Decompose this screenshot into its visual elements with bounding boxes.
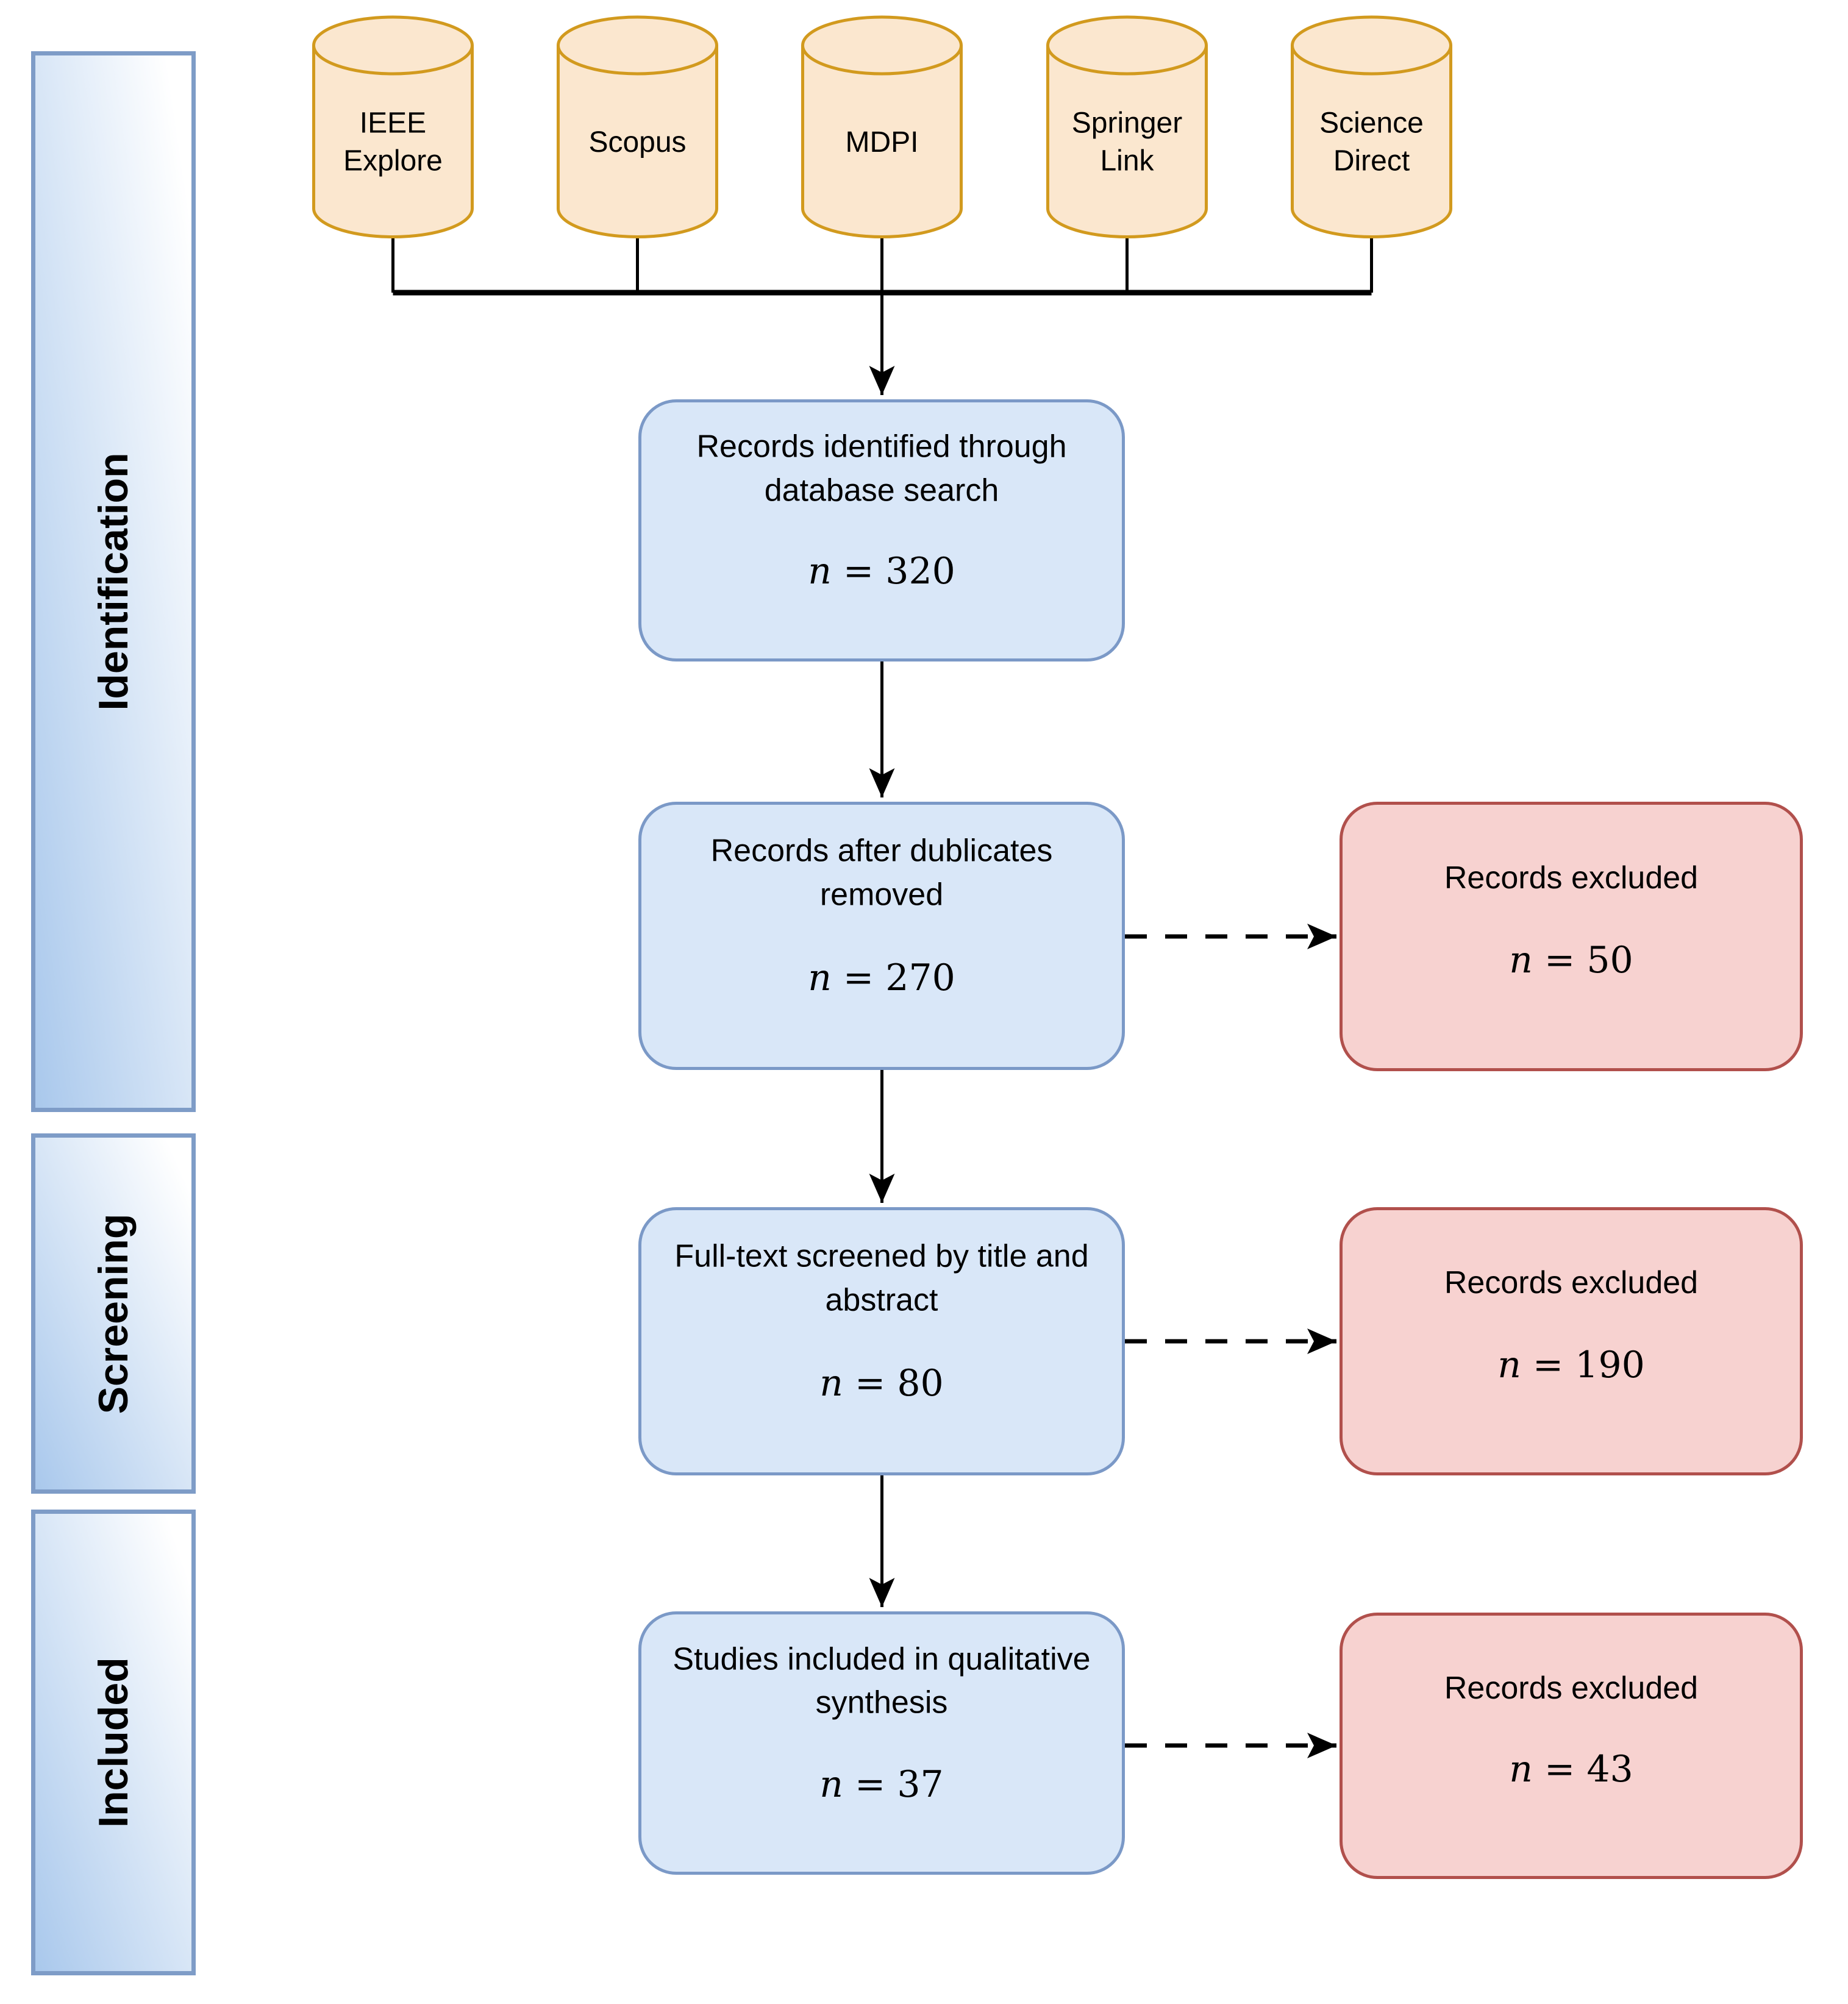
cylinder-icon (312, 15, 474, 238)
cylinder-icon (801, 15, 963, 238)
phase-label: Included (90, 1657, 137, 1828)
excluded-box-3: Records excluded n = 43 (1340, 1613, 1803, 1879)
count: 80 (897, 1361, 944, 1405)
process-box-title: Records after dublicates removed (710, 833, 1053, 912)
count: 50 (1586, 938, 1633, 982)
count: 37 (897, 1763, 944, 1806)
database-label: Scopus (588, 126, 687, 159)
n-value: n = 37 (819, 1763, 943, 1806)
equals-sign: = (831, 550, 886, 593)
count: 43 (1586, 1747, 1633, 1791)
count: 190 (1575, 1343, 1645, 1386)
n-value: n = 43 (1509, 1748, 1633, 1791)
equals-sign: = (1532, 938, 1587, 982)
math-variable: n (1497, 1343, 1521, 1386)
cylinder-icon (1046, 15, 1208, 238)
database-cylinder-springer: Springer Link (1046, 15, 1208, 238)
database-cylinder-scopus: Scopus (557, 15, 718, 238)
equals-sign: = (843, 1763, 897, 1806)
excluded-box-title: Records excluded (1444, 1265, 1699, 1301)
equals-sign: = (1532, 1747, 1587, 1791)
database-stub-lines (391, 237, 1373, 296)
process-box-title: Records identified through database sear… (696, 429, 1067, 508)
database-label: IEEE Explore (343, 107, 443, 177)
database-cylinder-mdpi: MDPI (801, 15, 963, 238)
excluded-box-1: Records excluded n = 50 (1340, 802, 1803, 1071)
math-variable: n (1509, 1747, 1533, 1791)
n-value: n = 80 (819, 1362, 943, 1405)
database-label: MDPI (845, 126, 919, 159)
excluded-box-title: Records excluded (1444, 1670, 1699, 1706)
math-variable: n (819, 1361, 843, 1405)
excluded-box-2: Records excluded n = 190 (1340, 1207, 1803, 1475)
process-box-duplicates-removed: Records after dublicates removed n = 270 (638, 802, 1125, 1070)
equals-sign: = (1521, 1343, 1575, 1386)
process-box-title: Studies included in qualitative synthesi… (672, 1641, 1091, 1721)
database-cylinder-ieee: IEEE Explore (312, 15, 474, 238)
database-label: Science Direct (1319, 107, 1424, 177)
phase-label: Screening (90, 1213, 137, 1414)
phase-bar-screening: Screening (31, 1133, 196, 1494)
cylinder-icon (1291, 15, 1452, 238)
math-variable: n (819, 1763, 843, 1806)
math-variable: n (1509, 938, 1533, 982)
n-value: n = 50 (1509, 939, 1633, 982)
excluded-box-title: Records excluded (1444, 860, 1699, 896)
phase-bar-included: Included (31, 1510, 196, 1975)
phase-label: Identification (90, 452, 137, 711)
math-variable: n (808, 956, 832, 999)
n-value: n = 190 (1497, 1344, 1645, 1386)
phase-bar-identification: Identification (31, 51, 196, 1112)
exclusion-arrows (1125, 924, 1336, 1758)
process-box-title: Full-text screened by title and abstract (674, 1238, 1089, 1318)
process-box-studies-included: Studies included in qualitative synthesi… (638, 1611, 1125, 1875)
equals-sign: = (843, 1361, 897, 1405)
process-box-records-identified: Records identified through database sear… (638, 399, 1125, 661)
count: 320 (885, 550, 955, 593)
cylinder-icon (557, 15, 718, 238)
database-cylinder-sciencedirect: Science Direct (1291, 15, 1452, 238)
process-box-fulltext-screened: Full-text screened by title and abstract… (638, 1207, 1125, 1475)
count: 270 (885, 956, 955, 999)
math-variable: n (808, 550, 832, 593)
n-value: n = 320 (808, 550, 955, 593)
database-label: Springer Link (1071, 107, 1183, 177)
equals-sign: = (831, 956, 886, 999)
n-value: n = 270 (808, 957, 955, 999)
